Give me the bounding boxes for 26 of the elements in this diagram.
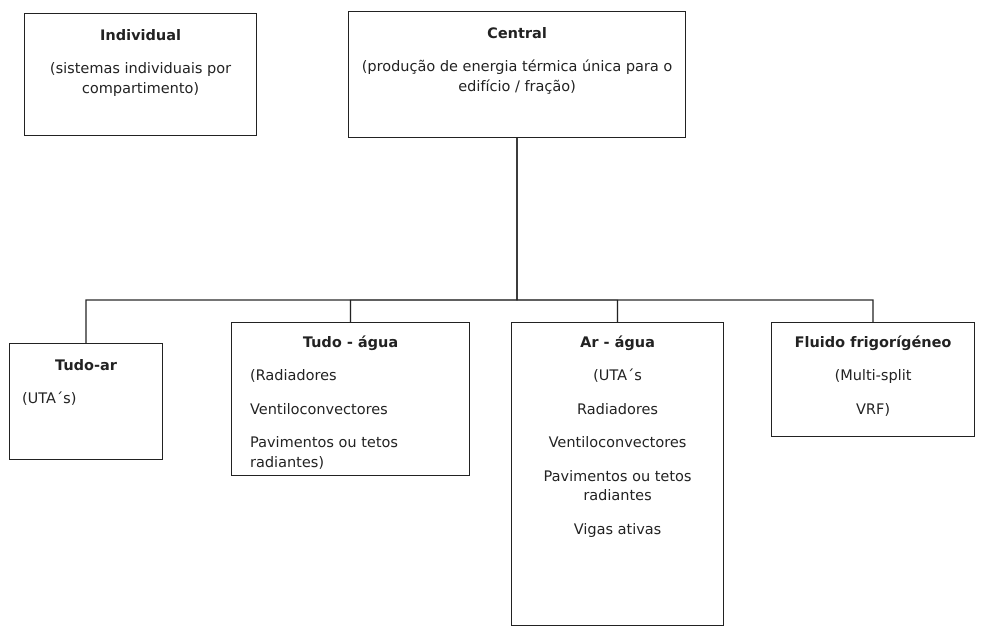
category-box <box>24 13 257 136</box>
box-text: (UTA´s <box>592 367 643 386</box>
category-box <box>771 322 975 437</box>
category-box <box>348 11 686 138</box>
box-heading: Individual <box>99 28 182 44</box>
box-text: Pavimentos ou tetos radiantes <box>542 468 692 506</box>
box-heading: Tudo-ar <box>54 358 118 374</box>
box-heading: Fluido frigorígéneo <box>794 335 952 351</box>
category-box <box>511 322 724 626</box>
box-text: (UTA´s) <box>22 390 78 409</box>
box-heading: Ar - água <box>579 335 656 351</box>
category-box <box>9 343 163 460</box>
box-text: Radiadores <box>576 400 659 420</box>
box-text: (sistemas individuais por compartimento) <box>48 60 232 99</box>
connector-line <box>516 138 874 322</box>
box-heading: Tudo - água <box>302 335 400 351</box>
box-text: (Radiadores <box>250 367 338 386</box>
box-text: Vigas ativas <box>572 520 662 540</box>
box-text: Ventiloconvectores <box>548 434 688 454</box>
box-heading: Central <box>486 26 548 42</box>
box-text: (produção de energia térmica única para o edifício / fração) <box>360 58 674 97</box>
box-text: Ventiloconvectores <box>250 400 389 420</box>
box-text: (Multi-split <box>834 367 912 386</box>
category-box <box>231 322 470 476</box>
box-text: Pavimentos ou tetos radiantes) <box>250 434 399 473</box>
box-text: VRF) <box>855 400 891 420</box>
